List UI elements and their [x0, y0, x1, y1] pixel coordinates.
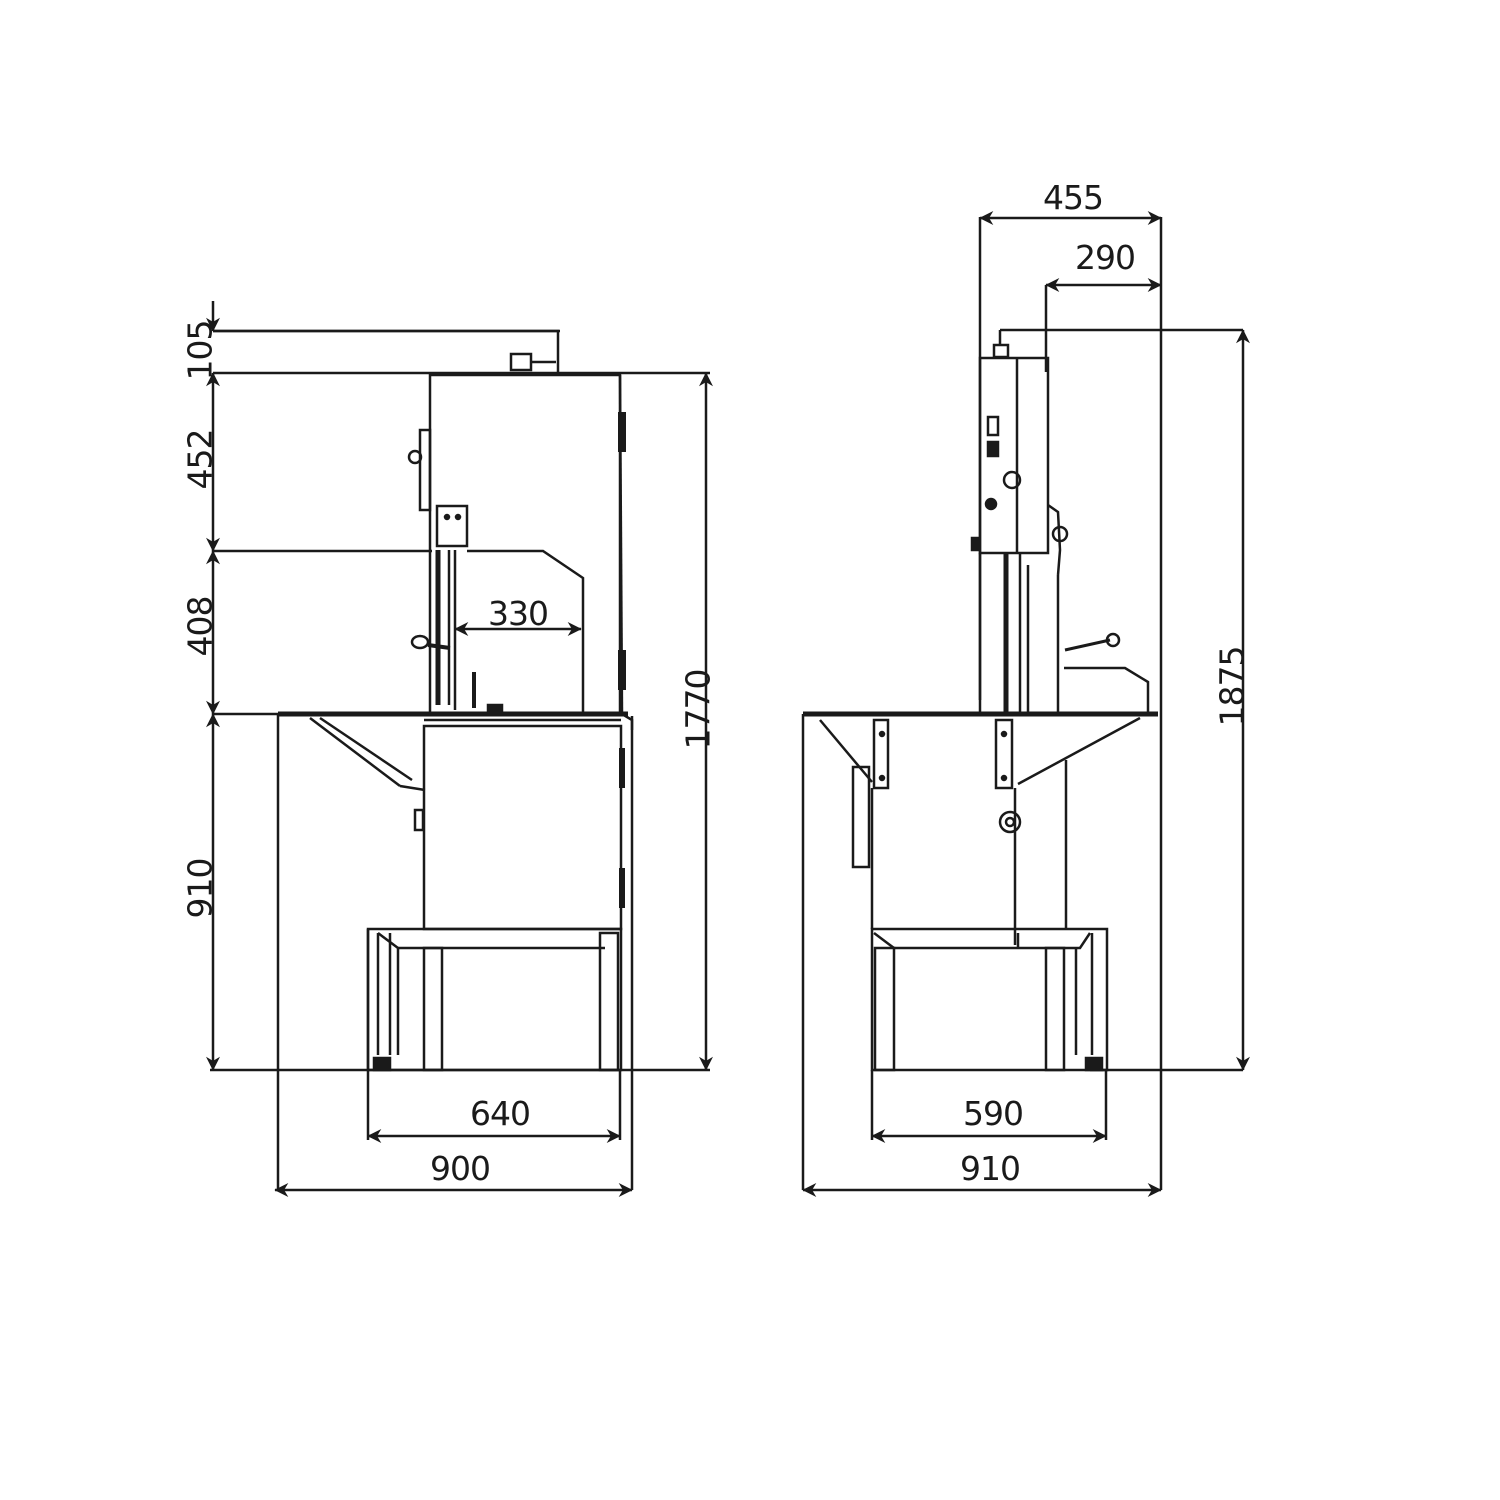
dim-table-height: 910 — [180, 858, 220, 919]
dim-total-height: 1770 — [678, 669, 718, 750]
dim-overall-width: 900 — [430, 1149, 491, 1188]
dim-base-depth: 590 — [963, 1094, 1024, 1133]
dim-cutting-width: 330 — [488, 594, 549, 633]
dim-max-height: 1875 — [1212, 646, 1252, 727]
dim-base-width: 640 — [470, 1094, 531, 1133]
dim-overall-depth: 910 — [960, 1149, 1021, 1188]
dim-upper-depth: 290 — [1075, 238, 1136, 277]
dim-upper-housing-height: 452 — [180, 429, 220, 490]
dim-overall-depth-top: 455 — [1043, 178, 1104, 217]
side-view — [801, 211, 1250, 1197]
dim-cutting-height: 408 — [180, 596, 220, 657]
dim-top-clearance: 105 — [180, 320, 220, 381]
front-view — [206, 301, 713, 1197]
